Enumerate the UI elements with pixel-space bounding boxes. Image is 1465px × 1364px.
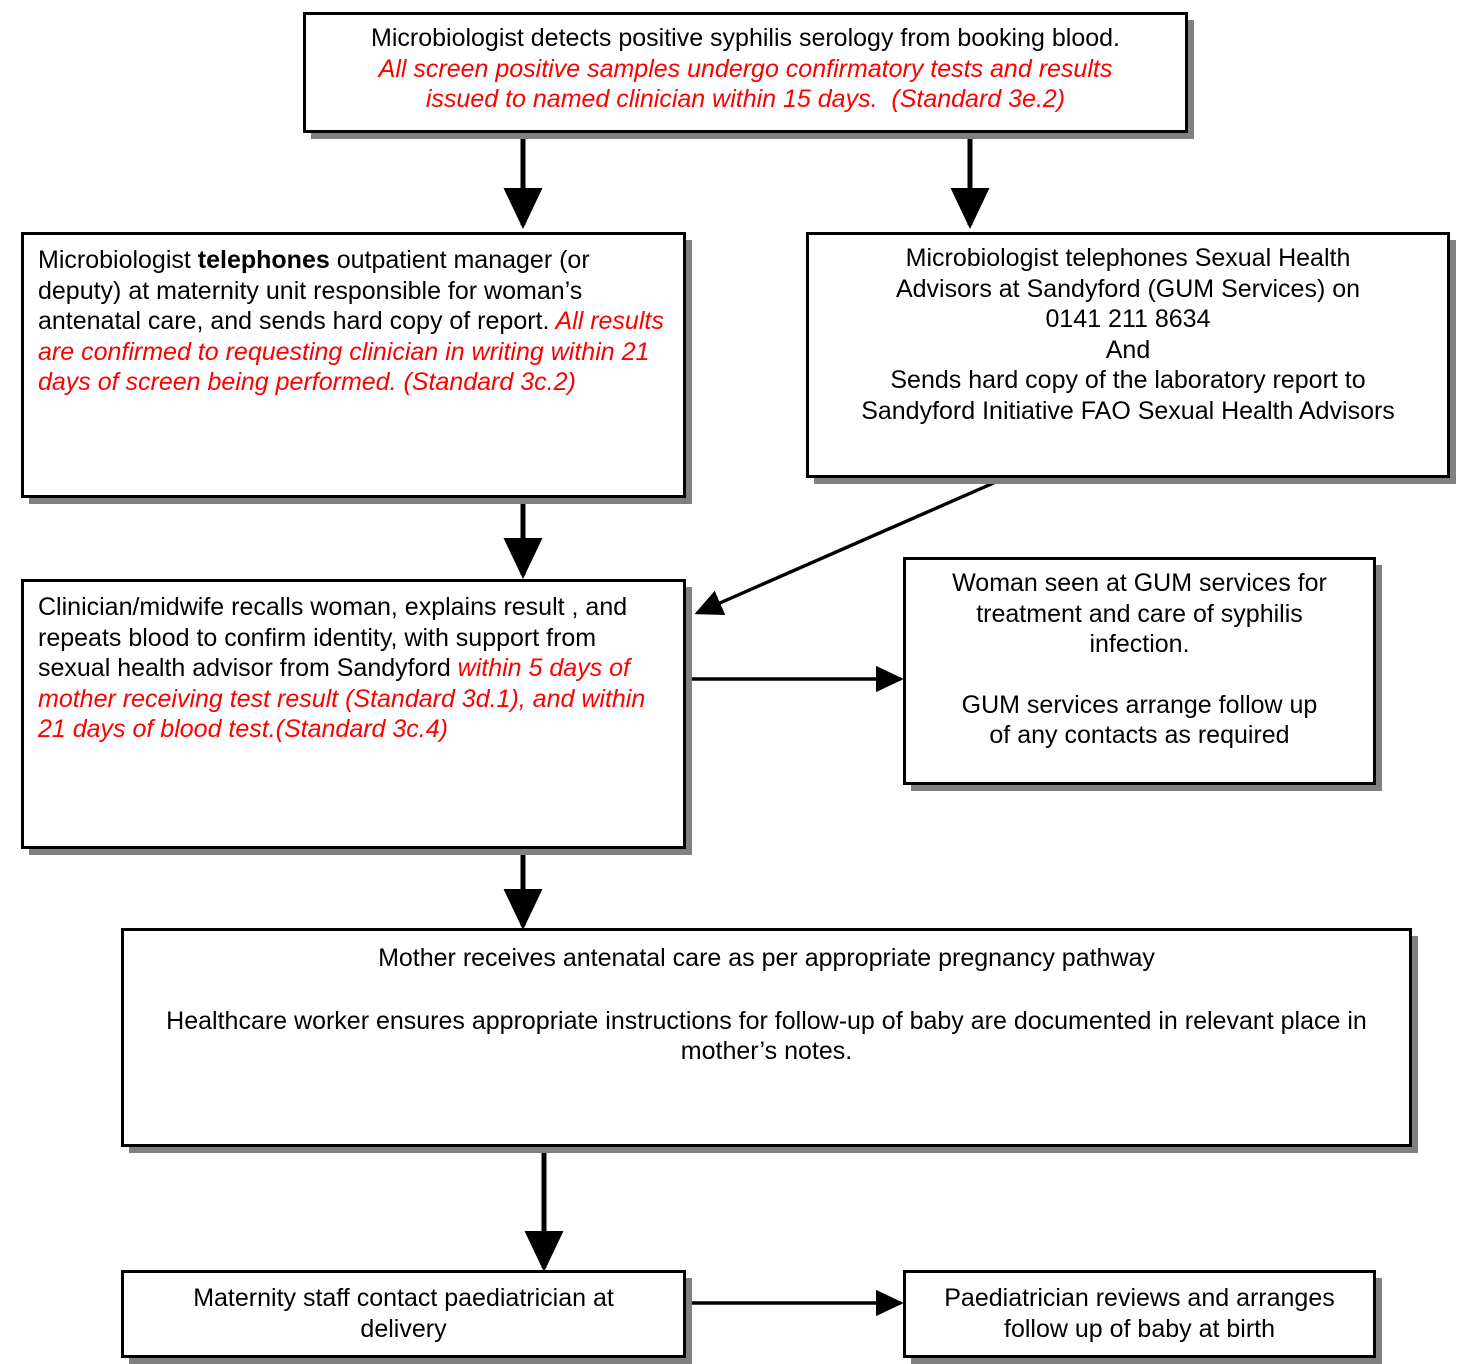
node-line: Woman seen at GUM services for (952, 569, 1327, 597)
node-segment: outpatient manager (or deputy) at matern… (38, 246, 590, 335)
node-line: Healthcare worker ensures appropriate in… (166, 1006, 1374, 1066)
node-line: delivery (360, 1314, 447, 1343)
node-segment: Microbiologist (38, 246, 198, 274)
node-line: Maternity staff contact paediatrician at (193, 1284, 614, 1312)
telephones-sexual-health-advisors-box[interactable]: Microbiologist telephones Sexual Health … (806, 232, 1450, 478)
woman-seen-at-gum-box[interactable]: Woman seen at GUM services for treatment… (903, 557, 1376, 785)
microbiologist-detects-box[interactable]: Microbiologist detects positive syphilis… (303, 12, 1188, 133)
node-line-standard: All screen positive samples undergo conf… (378, 54, 1113, 83)
node-segment: Clinician/midwife recalls woman, explain… (38, 593, 628, 682)
node-line: And (1105, 335, 1151, 364)
node-line: Sandyford Initiative FAO Sexual Health A… (861, 396, 1395, 425)
paediatrician-reviews-box[interactable]: Paediatrician reviews and arranges follo… (903, 1270, 1376, 1358)
node-line: treatment and care of syphilis (976, 599, 1303, 628)
node-line: follow up of baby at birth (1004, 1314, 1275, 1343)
node-line: Microbiologist telephones Sexual Health (905, 244, 1351, 272)
node-line: GUM services arrange follow up (961, 690, 1318, 719)
node-line: infection. (1089, 630, 1190, 658)
node-line-phone-number: 0141 211 8634 (1045, 305, 1211, 333)
node-segment-bold: telephones (197, 246, 330, 274)
node-line: Paediatrician reviews and arranges (944, 1284, 1335, 1312)
node-line: Microbiologist detects positive syphilis… (371, 24, 1120, 52)
clinician-recalls-woman-box[interactable]: Clinician/midwife recalls woman, explain… (21, 579, 686, 849)
node-line-standard: issued to named clinician within 15 days… (425, 85, 1066, 113)
telephones-outpatient-manager-box[interactable]: Microbiologist telephones outpatient man… (21, 232, 686, 498)
node-line: Sends hard copy of the laboratory report… (890, 366, 1366, 394)
mother-receives-antenatal-care-box[interactable]: Mother receives antenatal care as per ap… (121, 928, 1412, 1147)
node-line: Mother receives antenatal care as per ap… (378, 944, 1155, 972)
maternity-staff-contact-paediatrician-box[interactable]: Maternity staff contact paediatrician at… (121, 1270, 686, 1358)
node-line-spacer (916, 660, 1363, 690)
node-line-spacer (144, 974, 1389, 1006)
node-line: Advisors at Sandyford (GUM Services) on (895, 274, 1361, 303)
node-line: of any contacts as required (989, 721, 1290, 749)
node-segment-standard: within 5 days of mother receiving test r… (38, 654, 646, 743)
node-segment-standard: All results are confirmed to requesting … (38, 307, 664, 396)
